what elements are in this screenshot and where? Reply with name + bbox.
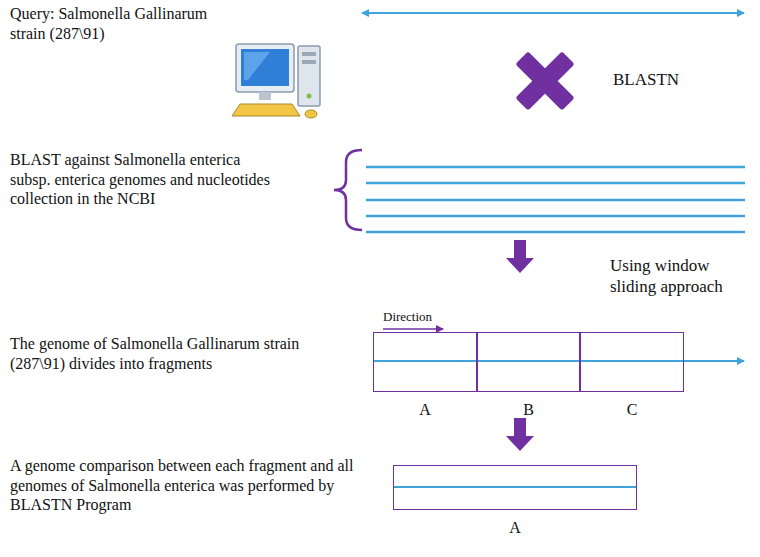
fragment-outline xyxy=(373,332,477,392)
fragment-label: C xyxy=(580,400,684,419)
curly-brace xyxy=(334,150,362,230)
text-label: Using window sliding approach xyxy=(610,256,756,297)
fragment-box: B xyxy=(477,332,580,420)
genome-line xyxy=(373,360,744,362)
fragment-outline xyxy=(477,332,580,392)
fragment-label: A xyxy=(373,400,477,419)
down-arrow xyxy=(506,240,534,273)
text-label: A genome comparison between each fragmen… xyxy=(10,456,382,515)
genome-line xyxy=(394,486,636,488)
text-label: BLAST against Salmonella enterica subsp.… xyxy=(10,150,272,209)
computer-icon xyxy=(232,44,320,118)
fragment-outline xyxy=(393,465,637,510)
cross-symbol xyxy=(515,51,574,110)
text-label: Direction xyxy=(383,309,473,325)
fragment-outline xyxy=(580,332,684,392)
text-label: BLASTN xyxy=(613,70,733,91)
fragment-label: B xyxy=(477,400,580,419)
fragment-box: A xyxy=(393,465,637,538)
fragment-label: A xyxy=(393,518,637,537)
text-label: The genome of Salmonella Gallinarum stra… xyxy=(10,334,310,373)
genome-lines xyxy=(366,167,745,232)
down-arrow xyxy=(506,418,534,451)
direction-arrow xyxy=(383,328,443,330)
genome-line xyxy=(362,12,744,14)
fragment-box: A xyxy=(373,332,477,420)
text-label: Query: Salmonella Gallinarum strain (287… xyxy=(10,4,242,43)
fragment-box: C xyxy=(580,332,684,420)
